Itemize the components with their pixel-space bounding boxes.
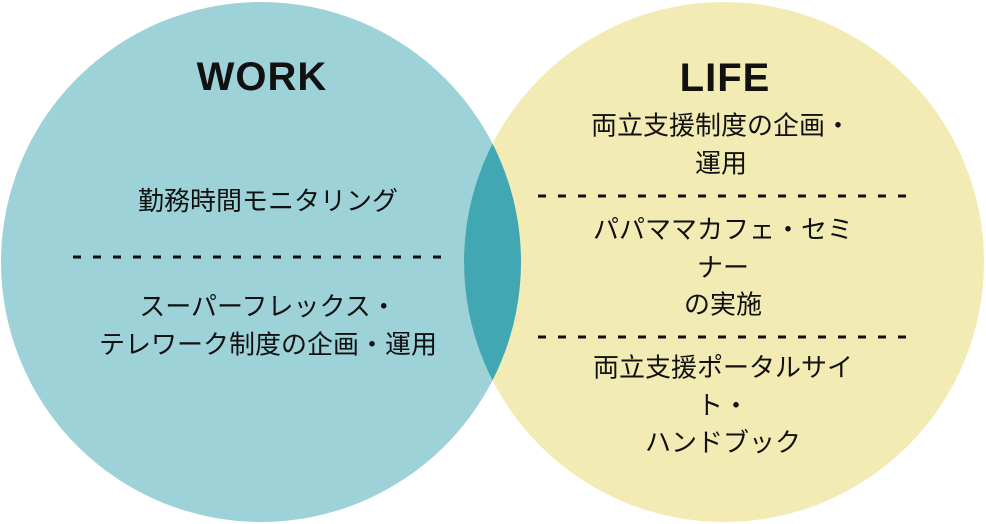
work-item-monitoring: 勤務時間モニタリング	[137, 186, 399, 217]
life-item-support-system: 両立支援制度の企画・運用	[590, 110, 851, 178]
life-circle	[464, 2, 984, 522]
work-dashed-divider	[73, 255, 447, 259]
life-dashed-divider-2	[538, 335, 910, 339]
life-item-portal-handbook: 両立支援ポータルサイト・ ハンドブック	[592, 352, 853, 458]
life-dashed-divider-1	[538, 194, 910, 198]
life-circle-title: LIFE	[679, 56, 771, 100]
work-item-superflex-telework: スーパーフレックス・ テレワーク制度の企画・運用	[98, 291, 438, 359]
work-circle-title: WORK	[196, 55, 328, 99]
life-item-papamama-cafe-seminar: パパママカフェ・セミナー の実施	[592, 214, 853, 320]
work-circle	[1, 2, 521, 522]
